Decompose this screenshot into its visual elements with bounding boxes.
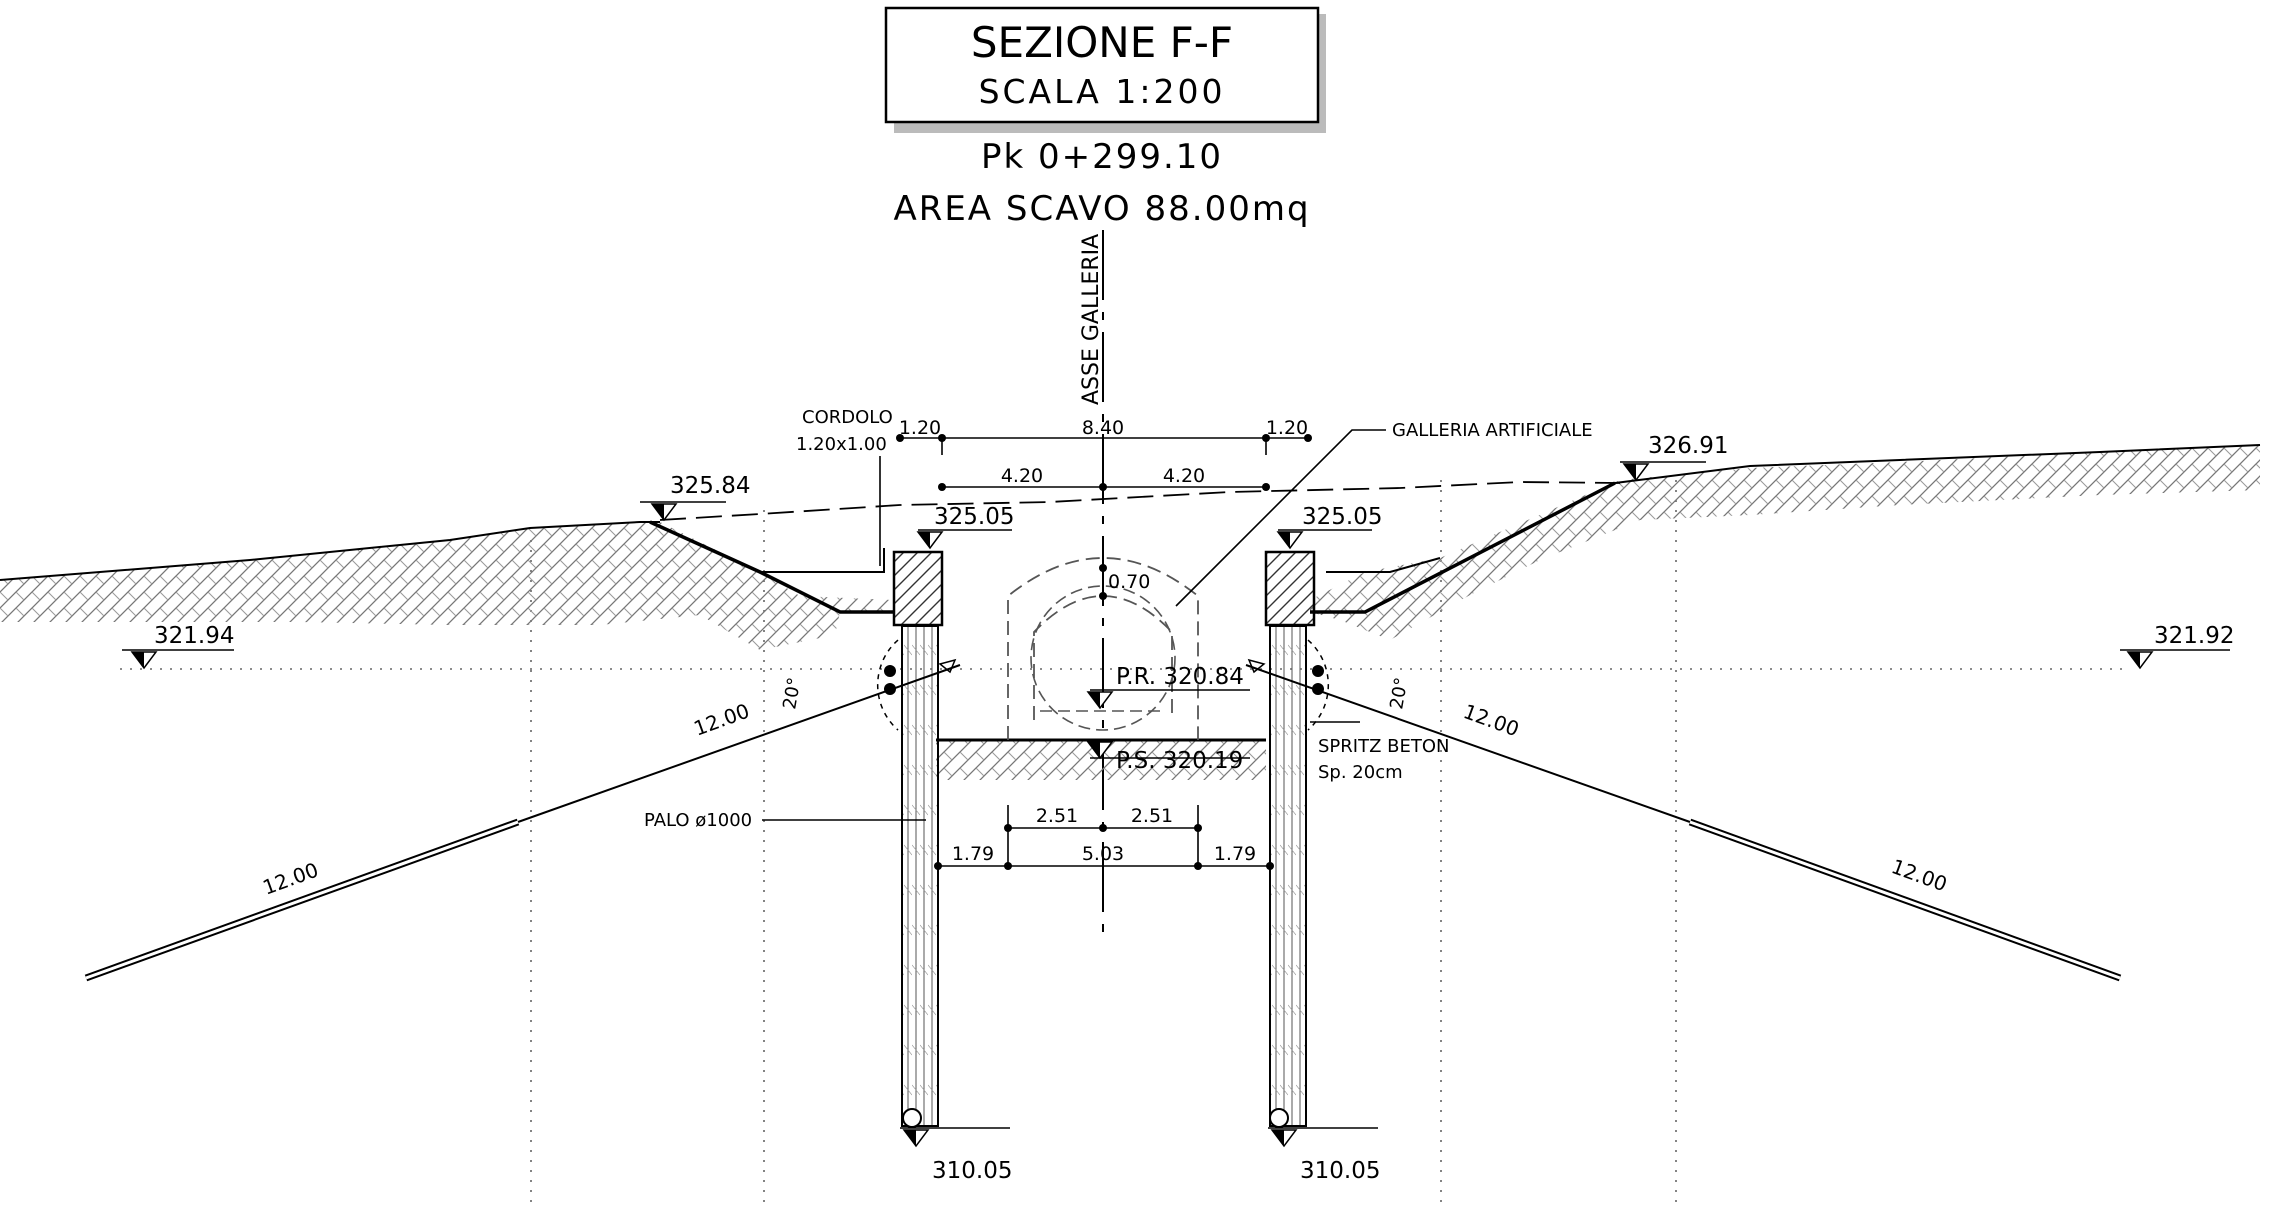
tunnel-axis-label: ASSE GALLERIA — [1079, 234, 1104, 405]
angle-arc-right — [1307, 639, 1330, 731]
palo-label: PALO ø1000 — [644, 810, 752, 831]
dim-inner-right: 2.51 — [1131, 805, 1173, 827]
dim-half-right: 4.20 — [1163, 465, 1205, 487]
terrain-right — [1310, 444, 2261, 640]
terrain-left — [0, 520, 894, 650]
title-block: SEZIONE F-F SCALA 1:200 — [884, 6, 1326, 133]
elev-left-ground: 325.84 — [670, 473, 750, 499]
anchor-right-bond-length: 12.00 — [1888, 854, 1950, 896]
elev-right-pile-base: 310.05 — [1300, 1158, 1380, 1184]
elev-right-water: 321.92 — [2154, 623, 2234, 649]
elev-marker-left-cordolo — [916, 529, 1012, 550]
elev-pr: P.R. 320.84 — [1116, 664, 1244, 690]
elev-right-cordolo: 325.05 — [1302, 504, 1382, 530]
elev-left-cordolo: 325.05 — [934, 504, 1014, 530]
spritz-label: SPRITZ BETON — [1318, 736, 1450, 757]
elev-marker-right-pile-base — [1268, 1127, 1378, 1148]
elev-left-water: 321.94 — [154, 623, 234, 649]
anchor-right-angle: 20° — [1386, 676, 1412, 711]
top-dimension-chain — [896, 434, 1312, 600]
cordolo-right — [1264, 550, 1316, 627]
section-scale: SCALA 1:200 — [979, 72, 1226, 111]
cordolo-label: CORDOLO — [802, 407, 893, 428]
title-frame — [884, 6, 1320, 124]
dim-half-left: 4.20 — [1001, 465, 1043, 487]
elev-marker-pr — [1086, 689, 1250, 710]
elev-right-ground: 326.91 — [1648, 433, 1728, 459]
bottom-dimension-chain — [934, 805, 1274, 870]
elev-ps: P.S. 320.19 — [1116, 748, 1243, 774]
dim-top-right: 1.20 — [1266, 417, 1308, 439]
dim-crown: 0.70 — [1108, 571, 1150, 593]
anchor-right — [1245, 658, 2122, 982]
dim-bottom-right: 1.79 — [1214, 843, 1256, 865]
anchor-left-angle: 20° — [779, 676, 805, 711]
galleria-label: GALLERIA ARTIFICIALE — [1392, 420, 1593, 441]
artificial-tunnel — [1007, 557, 1199, 740]
elev-left-pile-base: 310.05 — [932, 1158, 1012, 1184]
pile-right — [1269, 625, 1307, 1128]
dim-top-left: 1.20 — [899, 417, 941, 439]
cordolo-left — [892, 550, 944, 627]
excavation-area-label: AREA SCAVO 88.00mq — [893, 189, 1310, 229]
original-profile-line — [659, 481, 1621, 521]
elev-marker-ps — [1086, 741, 1250, 760]
anchor-left — [84, 658, 961, 982]
galleria-leader — [1175, 429, 1386, 607]
anchor-right-free-length: 12.00 — [1460, 699, 1522, 741]
elev-marker-right-ground — [1620, 461, 1706, 482]
anchor-left-free-length: 12.00 — [691, 699, 753, 741]
elev-marker-right-water — [2120, 649, 2230, 670]
section-title: SEZIONE F-F — [971, 18, 1233, 67]
dim-top-center: 8.40 — [1082, 417, 1124, 439]
dim-bottom-left: 1.79 — [952, 843, 994, 865]
angle-arc-left — [876, 639, 899, 731]
spritz-thickness-label: Sp. 20cm — [1318, 762, 1403, 783]
elev-marker-left-water — [122, 649, 234, 670]
elev-marker-right-cordolo — [1276, 529, 1372, 550]
pile-left — [901, 625, 939, 1128]
pk-label: Pk 0+299.10 — [981, 137, 1223, 177]
dim-bottom-center: 5.03 — [1082, 843, 1124, 865]
dim-inner-left: 2.51 — [1036, 805, 1078, 827]
cordolo-size-label: 1.20x1.00 — [796, 434, 887, 455]
elev-marker-left-pile-base — [900, 1127, 1010, 1148]
elev-marker-left-ground — [640, 501, 726, 522]
